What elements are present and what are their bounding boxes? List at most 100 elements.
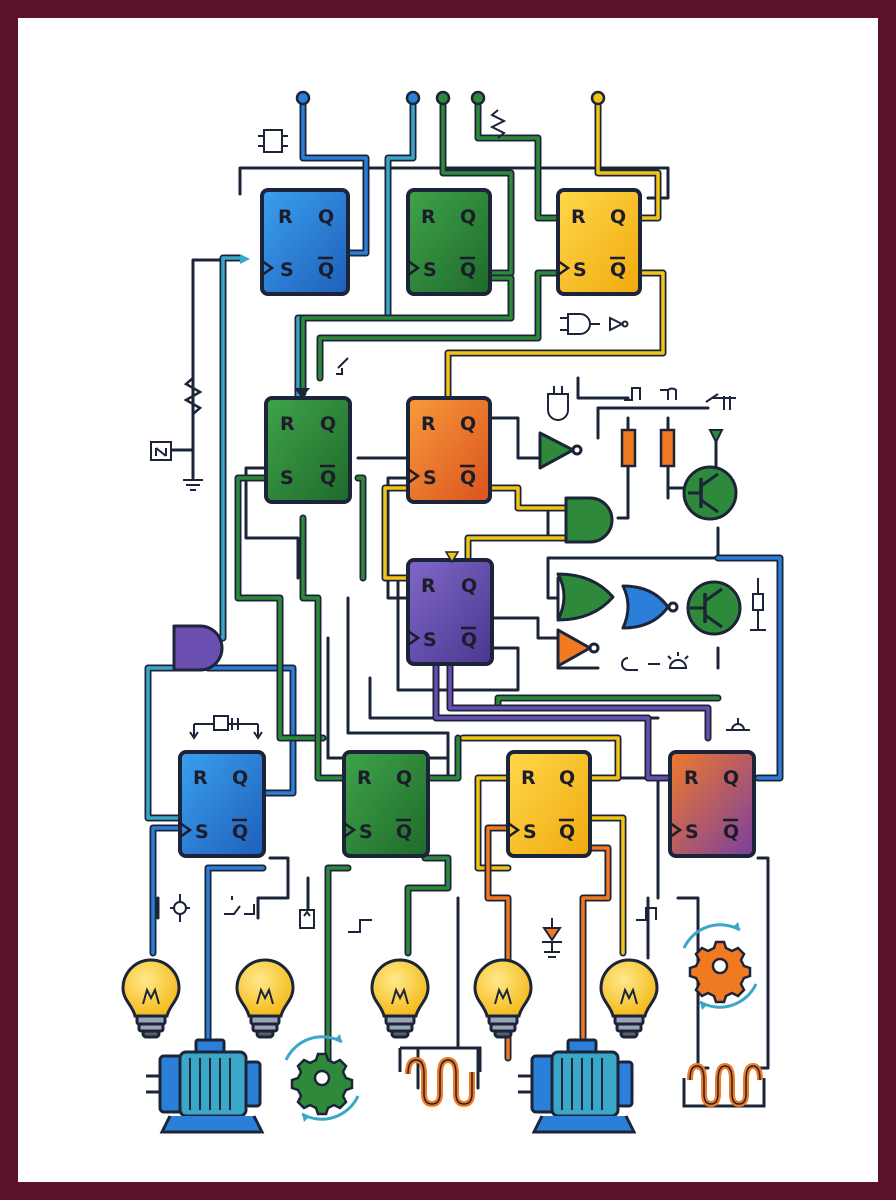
and-gate-small-icon xyxy=(560,313,629,335)
latch-q-label: Q xyxy=(320,413,336,435)
switch-box-icon xyxy=(150,441,172,461)
latch-top-1: R Q S Q xyxy=(260,188,350,296)
latch-qbar-label: Q xyxy=(318,259,334,281)
fuse-icon xyxy=(299,909,315,929)
resistor-icon xyxy=(620,428,637,468)
latch-qbar-label: Q xyxy=(610,259,626,281)
input-terminal xyxy=(295,90,311,106)
light-bulb-icon xyxy=(599,958,659,1039)
latch-r-label: R xyxy=(421,413,436,435)
latch-qbar-label: Q xyxy=(232,821,248,843)
light-bulbs xyxy=(121,958,659,1039)
probe-icon xyxy=(750,578,766,631)
latch-top-3: R Q S Q xyxy=(556,188,642,296)
latch-mid-1: R Q S Q xyxy=(264,396,352,504)
push-button-icon xyxy=(189,715,263,740)
schematic-glyphs xyxy=(150,129,766,958)
ground-icon xyxy=(183,479,203,491)
latch-s-label: S xyxy=(423,629,437,651)
latch-q-label: Q xyxy=(723,767,739,789)
latch-r-label: R xyxy=(193,767,208,789)
pushpin-arrow-icon xyxy=(336,357,349,375)
latch-s-label: S xyxy=(359,821,373,843)
transistor-icon xyxy=(682,465,738,521)
ic-chip-icon xyxy=(258,129,288,153)
latch-qbar-label: Q xyxy=(396,821,412,843)
input-terminal xyxy=(405,90,421,106)
latch-s-label: S xyxy=(573,259,587,281)
latch-s-label: S xyxy=(685,821,699,843)
latch-r-label: R xyxy=(421,206,436,228)
relay-icon xyxy=(224,896,255,915)
heater-coil-icon xyxy=(682,1062,766,1108)
latch-r-label: R xyxy=(521,767,536,789)
latch-r-label: R xyxy=(571,206,586,228)
latch-q-label: Q xyxy=(232,767,248,789)
arrowheads xyxy=(240,254,460,564)
not-gate-icon xyxy=(538,431,575,470)
pulse-step-icon xyxy=(636,907,657,921)
latch-q-label: Q xyxy=(396,767,412,789)
latch-s-label: S xyxy=(280,467,294,489)
latch-qbar-label: Q xyxy=(723,821,739,843)
latch-q-label: Q xyxy=(559,767,575,789)
latch-s-label: S xyxy=(423,259,437,281)
nor-gate-icon xyxy=(621,584,670,630)
pulse-icon xyxy=(624,387,677,401)
transistors xyxy=(682,465,742,636)
latch-q-label: Q xyxy=(318,206,334,228)
buzzer-icon xyxy=(547,386,569,421)
latch-q-label: Q xyxy=(460,206,476,228)
resistor-zigzag-icon xyxy=(183,377,203,415)
latch-q-label: Q xyxy=(461,575,477,597)
latch-bottom-3: R Q S Q xyxy=(506,750,592,858)
latch-bottom-4: R Q S Q xyxy=(668,750,756,858)
latch-s-label: S xyxy=(195,821,209,843)
resistor-icon xyxy=(659,428,676,468)
light-bulb-icon xyxy=(235,958,295,1039)
latch-bottom-1: R Q S Q xyxy=(178,750,266,858)
latch-qbar-label: Q xyxy=(559,821,575,843)
latch-mid-2: R Q S Q xyxy=(406,396,492,504)
latch-s-label: S xyxy=(280,259,294,281)
signal-lamp-icon xyxy=(621,652,689,671)
diode-arrow-icon xyxy=(708,429,724,445)
input-terminal xyxy=(435,90,451,106)
latch-qbar-label: Q xyxy=(460,259,476,281)
latch-qbar-label: Q xyxy=(460,467,476,489)
latch-top-2: R Q S Q xyxy=(406,188,492,296)
latch-s-label: S xyxy=(523,821,537,843)
and-gate-icon xyxy=(172,624,224,672)
light-bulb-icon xyxy=(370,958,430,1039)
latch-q-label: Q xyxy=(460,413,476,435)
latch-r-label: R xyxy=(684,767,699,789)
latch-mid-3: R Q S Q xyxy=(406,558,494,666)
latch-s-label: S xyxy=(423,467,437,489)
gear-icon xyxy=(284,1034,360,1122)
input-terminals xyxy=(295,90,606,106)
transistor-icon xyxy=(686,580,742,636)
heater-coil-icon xyxy=(398,1046,482,1108)
input-terminal xyxy=(590,90,606,106)
motor-icon xyxy=(518,1038,637,1134)
latch-r-label: R xyxy=(280,413,295,435)
or-gate-icon xyxy=(556,572,615,622)
sensor-icon xyxy=(726,718,750,731)
not-gate-icon xyxy=(556,628,592,668)
sr-latch-circuit-diagram: R Q S Q R Q S Q R Q S Q R Q S Q R Q S Q xyxy=(121,90,784,1134)
light-bulb-icon xyxy=(473,958,533,1039)
input-terminal xyxy=(470,90,486,106)
resistor-zigzag-icon xyxy=(489,109,507,139)
latch-r-label: R xyxy=(357,767,372,789)
diagram-canvas: R Q S Q R Q S Q R Q S Q R Q S Q R Q S Q xyxy=(18,18,878,1182)
gates xyxy=(172,431,679,672)
and-gate-icon xyxy=(564,496,614,544)
latch-qbar-label: Q xyxy=(461,629,477,651)
zener-icon xyxy=(542,918,562,958)
resistors xyxy=(183,109,676,468)
light-bulb-icon xyxy=(121,958,181,1039)
latch-q-label: Q xyxy=(610,206,626,228)
step-icon xyxy=(348,919,372,933)
motor-icon xyxy=(146,1038,265,1134)
gear-icon xyxy=(682,922,758,1010)
